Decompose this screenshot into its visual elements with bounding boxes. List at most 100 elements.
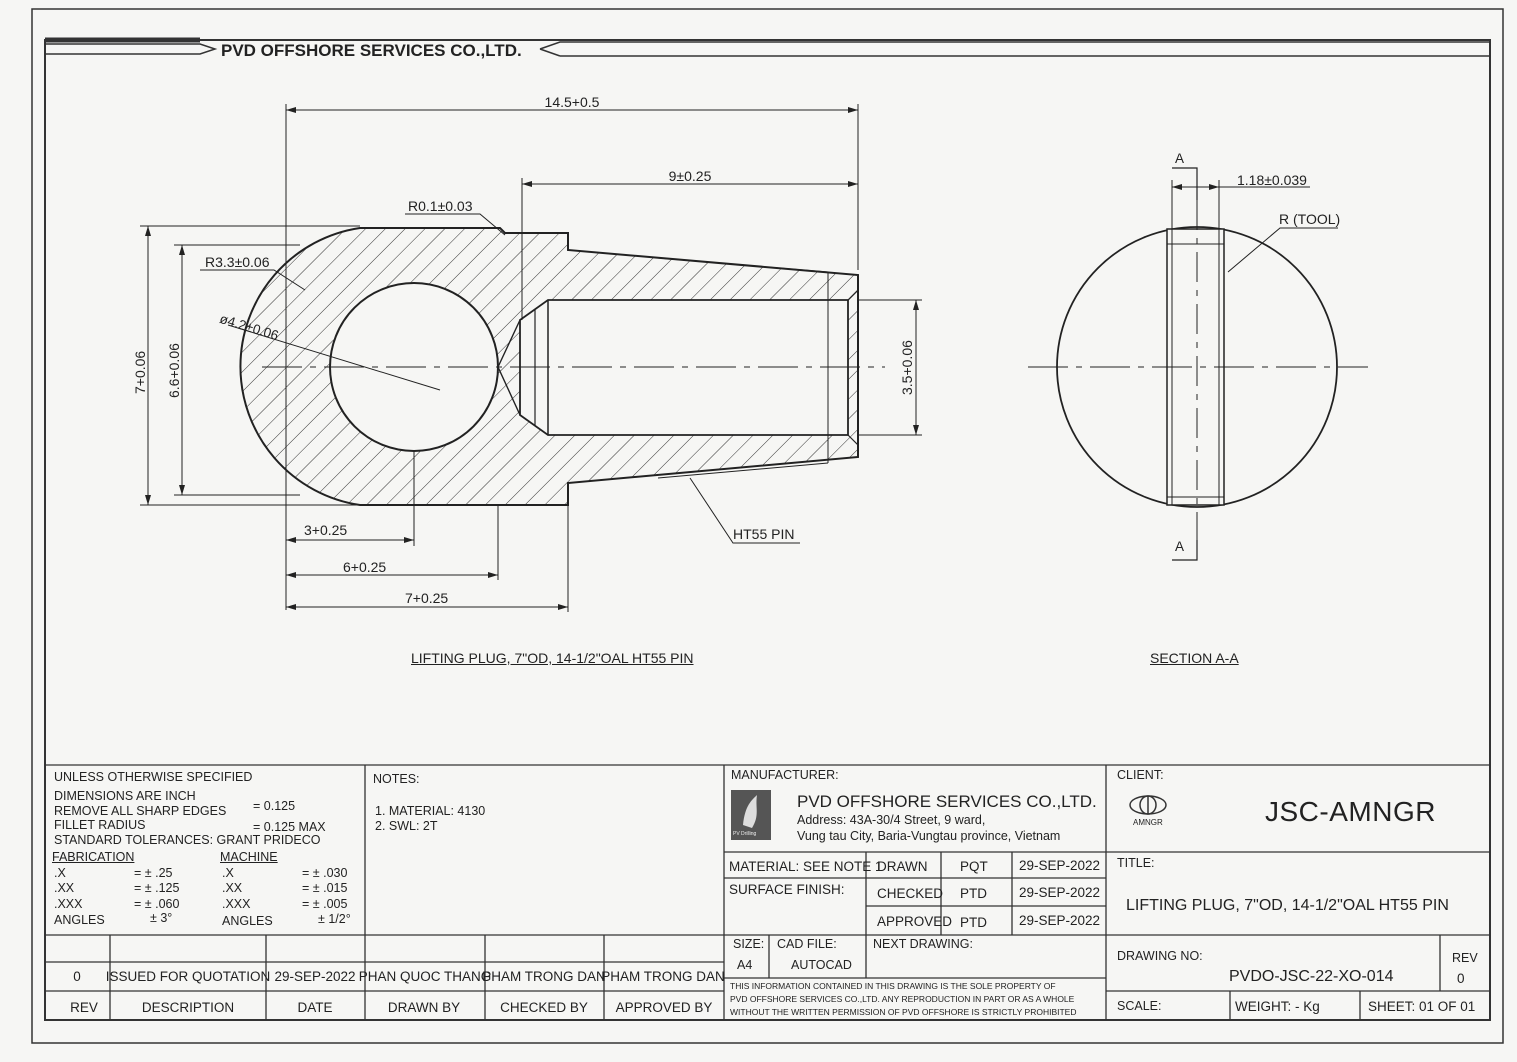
material-label: MATERIAL: SEE NOTE 1: [729, 859, 883, 874]
title-label: TITLE:: [1117, 856, 1155, 870]
section-mark-top: A: [1175, 151, 1185, 166]
dimension-lines: [140, 104, 922, 612]
drawing-no-value: PVDO-JSC-22-XO-014: [1229, 968, 1394, 985]
approval-person: PTD: [960, 886, 987, 901]
dim-fillet-radius: R0.1±0.03: [408, 198, 473, 214]
tolerance-edges-label: REMOVE ALL SHARP EDGES: [54, 804, 227, 818]
dim-slot-width: 1.18±0.039: [1237, 172, 1307, 188]
client-name: JSC-AMNGR: [1265, 796, 1436, 827]
revision-description: ISSUED FOR QUOTATION: [105, 969, 271, 984]
tolerance-standard: STANDARD TOLERANCES: GRANT PRIDECO: [54, 833, 321, 847]
section-title: SECTION A-A: [1150, 650, 1239, 666]
mach-row-key: .XX: [222, 881, 243, 895]
client-heading: CLIENT:: [1117, 768, 1164, 782]
fabrication-heading: FABRICATION: [52, 850, 135, 864]
manufacturer-logo: [731, 790, 771, 840]
approval-person: PTD: [960, 915, 987, 930]
next-drawing-label: NEXT DRAWING:: [873, 937, 974, 951]
dim-length-3: 3+0.25: [304, 522, 348, 538]
view-title: LIFTING PLUG, 7"OD, 14-1/2"OAL HT55 PIN: [411, 650, 694, 666]
sheet-border: [31, 8, 1504, 1044]
disclaimer-line-2: PVD OFFSHORE SERVICES CO.,LTD. ANY REPRO…: [730, 994, 1075, 1004]
fab-row-key: .XXX: [54, 897, 83, 911]
fab-row-key: .X: [54, 866, 66, 880]
approval-date: 29-SEP-2022: [1019, 913, 1101, 928]
tolerance-units: DIMENSIONS ARE INCH: [54, 789, 196, 803]
manufacturer-logo-text: PV Drilling: [733, 831, 757, 837]
fab-row-key: ANGLES: [54, 913, 105, 927]
header-banner-lines: [45, 41, 1490, 57]
manufacturer-heading: MANUFACTURER:: [731, 768, 839, 782]
part-side-view: [227, 227, 885, 506]
mach-row-value: ± 1/2°: [318, 912, 351, 926]
tolerance-fillet-label: FILLET RADIUS: [54, 818, 146, 832]
client-logo: [1129, 795, 1167, 815]
dim-head-radius: R3.3±0.06: [205, 254, 270, 270]
fab-row-key: .XX: [54, 881, 75, 895]
revision-drawn-by: PHAN QUOC THANG: [358, 969, 492, 984]
section-view: [1028, 167, 1368, 561]
tolerance-edges-value: = 0.125: [253, 799, 296, 813]
mach-row-key: ANGLES: [222, 914, 273, 928]
mach-row-key: .X: [222, 866, 234, 880]
size-label: SIZE:: [733, 937, 765, 951]
revision-checked-by: PHAM TRONG DAN: [482, 969, 606, 984]
rev-value: 0: [1457, 971, 1465, 986]
size-value: A4: [737, 958, 753, 972]
drawing-no-label: DRAWING NO:: [1117, 949, 1203, 963]
date-header: DATE: [297, 1000, 333, 1015]
approval-date: 29-SEP-2022: [1019, 858, 1101, 873]
title-block-grid: [45, 764, 1490, 1020]
dim-bore-length: 9±0.25: [668, 168, 712, 184]
disclaimer-line-1: THIS INFORMATION CONTAINED IN THIS DRAWI…: [730, 981, 1056, 991]
tolerance-fillet-value: = 0.125 MAX: [253, 820, 326, 834]
revision-number: 0: [73, 969, 81, 984]
checked-by-header: CHECKED BY: [500, 1000, 588, 1015]
company-header-title: PVD OFFSHORE SERVICES CO.,LTD.: [221, 41, 522, 60]
fab-row-value: = ± .25: [134, 866, 173, 880]
manufacturer-name: PVD OFFSHORE SERVICES CO.,LTD.: [797, 792, 1097, 811]
rev-label: REV: [1452, 951, 1478, 965]
drawn-by-header: DRAWN BY: [387, 1000, 461, 1015]
section-mark-bottom: A: [1175, 539, 1185, 554]
fab-row-value: = ± .060: [134, 897, 180, 911]
approved-by-header: APPROVED BY: [615, 1000, 713, 1015]
weight-label: WEIGHT: - Kg: [1235, 999, 1320, 1014]
client-logo-text: AMNGR: [1133, 818, 1163, 827]
dim-bore-diameter: 3.5+0.06: [899, 340, 915, 395]
fab-row-value: = ± .125: [134, 881, 180, 895]
dim-length-6: 6+0.25: [343, 559, 387, 575]
dimension-arrows: [145, 107, 919, 610]
description-header: DESCRIPTION: [141, 1000, 235, 1015]
note-material: 1. MATERIAL: 4130: [375, 804, 486, 818]
notes-heading: NOTES:: [373, 772, 420, 786]
drawing-title: LIFTING PLUG, 7"OD, 14-1/2"OAL HT55 PIN: [1126, 897, 1449, 914]
fab-row-value: ± 3°: [150, 911, 173, 925]
approval-role: DRAWN: [877, 859, 928, 874]
scale-label: SCALE:: [1117, 999, 1162, 1013]
note-swl: 2. SWL: 2T: [375, 819, 438, 833]
revision-date: 29-SEP-2022: [274, 969, 356, 984]
mach-row-value: = ± .005: [302, 897, 348, 911]
manufacturer-address-2: Vung tau City, Baria-Vungtau province, V…: [797, 829, 1061, 843]
rev-header: REV: [70, 1000, 98, 1015]
cad-file-label: CAD FILE:: [777, 937, 837, 951]
dim-diameter-66: 6.6+0.06: [166, 343, 182, 398]
tolerance-heading: UNLESS OTHERWISE SPECIFIED: [54, 770, 253, 784]
cad-file-value: AUTOCAD: [791, 958, 852, 972]
approval-date: 29-SEP-2022: [1019, 885, 1101, 900]
dim-length-7: 7+0.25: [405, 590, 449, 606]
approval-role: CHECKED: [877, 886, 944, 901]
surface-finish-label: SURFACE FINISH:: [729, 882, 845, 897]
pin-label: HT55 PIN: [733, 526, 795, 542]
disclaimer-line-3: WITHOUT THE WRITTEN PERMISSION OF PVD OF…: [730, 1007, 1077, 1017]
dim-outer-diameter: 7+0.06: [132, 350, 148, 394]
manufacturer-address-1: Address: 43A-30/4 Street, 9 ward,: [797, 813, 986, 827]
mach-row-value: = ± .015: [302, 881, 348, 895]
approval-person: PQT: [960, 859, 988, 874]
mach-row-value: = ± .030: [302, 866, 348, 880]
revision-approved-by: PHAM TRONG DAN: [601, 969, 725, 984]
machine-heading: MACHINE: [220, 850, 278, 864]
sheet-label: SHEET: 01 OF 01: [1368, 999, 1476, 1014]
